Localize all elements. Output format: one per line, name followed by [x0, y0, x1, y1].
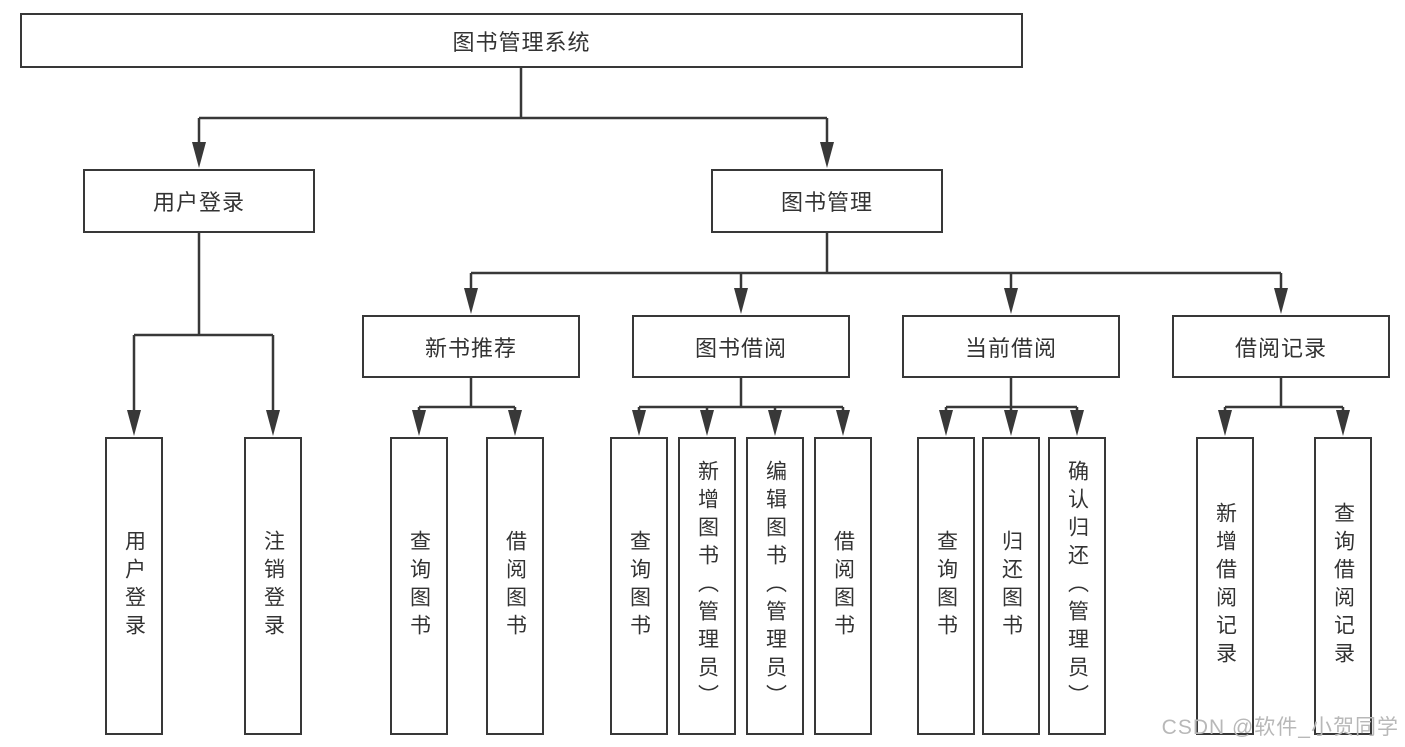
node-book-borrow: 图书借阅 — [632, 315, 850, 378]
arrowhead-icon — [508, 410, 522, 436]
leaf-add-borrow-record: 新增借阅记录 — [1196, 437, 1254, 735]
leaf-edit-book-admin: 编辑图书（管理员） — [746, 437, 804, 735]
leaf-label: 查询图书 — [934, 530, 958, 642]
leaf-label: 编辑图书（管理员） — [763, 460, 787, 712]
leaf-label: 用户登录 — [122, 530, 146, 642]
leaf-return-book: 归还图书 — [982, 437, 1040, 735]
leaf-label: 查询图书 — [407, 530, 431, 642]
arrowhead-icon — [632, 410, 646, 436]
arrowhead-icon — [127, 410, 141, 436]
arrowhead-icon — [192, 142, 206, 168]
leaf-label: 归还图书 — [999, 530, 1023, 642]
leaf-label: 注销登录 — [261, 530, 285, 642]
arrowhead-icon — [1336, 410, 1350, 436]
leaf-query-borrow-record: 查询借阅记录 — [1314, 437, 1372, 735]
arrowhead-icon — [939, 410, 953, 436]
leaf-user-login: 用户登录 — [105, 437, 163, 735]
leaf-borrow-book: 借阅图书 — [814, 437, 872, 735]
leaf-label: 查询图书 — [627, 530, 651, 642]
node-user-login: 用户登录 — [83, 169, 315, 233]
arrowhead-icon — [734, 288, 748, 314]
leaf-logout: 注销登录 — [244, 437, 302, 735]
node-library-system: 图书管理系统 — [20, 13, 1023, 68]
leaf-label: 新增图书（管理员） — [695, 460, 719, 712]
leaf-label: 确认归还（管理员） — [1065, 460, 1089, 712]
node-book-management: 图书管理 — [711, 169, 943, 233]
node-current-borrow: 当前借阅 — [902, 315, 1120, 378]
arrowhead-icon — [1218, 410, 1232, 436]
leaf-label: 新增借阅记录 — [1213, 502, 1237, 670]
arrowhead-icon — [700, 410, 714, 436]
leaf-confirm-return-admin: 确认归还（管理员） — [1048, 437, 1106, 735]
arrowhead-icon — [464, 288, 478, 314]
leaf-query-book-recommend: 查询图书 — [390, 437, 448, 735]
node-new-book-recommend: 新书推荐 — [362, 315, 580, 378]
arrowhead-icon — [1274, 288, 1288, 314]
arrowhead-icon — [820, 142, 834, 168]
arrowhead-icon — [1004, 410, 1018, 436]
leaf-add-book-admin: 新增图书（管理员） — [678, 437, 736, 735]
arrowhead-icon — [1070, 410, 1084, 436]
node-borrow-records: 借阅记录 — [1172, 315, 1390, 378]
arrowhead-icon — [836, 410, 850, 436]
arrowhead-icon — [1004, 288, 1018, 314]
leaf-query-book-current: 查询图书 — [917, 437, 975, 735]
arrowhead-icon — [266, 410, 280, 436]
leaf-query-book-borrow: 查询图书 — [610, 437, 668, 735]
leaf-label: 借阅图书 — [831, 530, 855, 642]
csdn-watermark: CSDN @软件_小贺同学 — [1161, 716, 1399, 739]
arrowhead-icon — [768, 410, 782, 436]
arrowhead-icon — [412, 410, 426, 436]
leaf-label: 借阅图书 — [503, 530, 527, 642]
leaf-borrow-book-recommend: 借阅图书 — [486, 437, 544, 735]
leaf-label: 查询借阅记录 — [1331, 502, 1355, 670]
